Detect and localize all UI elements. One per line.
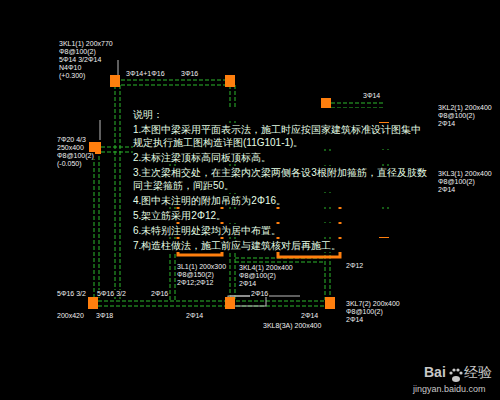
beam-label: Φ8@100(2) bbox=[437, 178, 476, 185]
watermark-text: Bai bbox=[423, 365, 447, 380]
beam-label: 2Φ12;2Φ12 bbox=[176, 279, 214, 286]
beam-label: 7Φ20 4/3 bbox=[56, 136, 87, 143]
beam-label: 2Φ16 bbox=[150, 290, 169, 297]
beam-label: 250x400 bbox=[56, 144, 85, 151]
beam-label: (+0.300) bbox=[58, 72, 86, 79]
beam-label: Φ8@150(2) bbox=[176, 271, 215, 278]
beam-label: 3KL4(1) 200x400 bbox=[238, 264, 294, 271]
beam-label: Φ8@100(2) bbox=[56, 152, 95, 159]
note-text: 5.架立筋采用2Φ12。 bbox=[133, 209, 431, 222]
beam-label: 3Φ14 bbox=[362, 92, 381, 99]
beam-label: Φ8@100(2) bbox=[238, 272, 277, 279]
beam-label: (-0.050) bbox=[56, 160, 83, 167]
beam-label: Φ8@100(2) bbox=[437, 112, 476, 119]
note-text: 说明： bbox=[133, 108, 431, 121]
note-text: 1.本图中梁采用平面表示法，施工时应按国家建筑标准设计图集中规定执行施工图构造详… bbox=[133, 123, 431, 149]
beam-label: 3KL7(2) 200x400 bbox=[345, 300, 401, 307]
beam-label: 3Φ18 bbox=[95, 312, 114, 319]
beam-label: 3KL1(1) 200x770 bbox=[58, 40, 114, 47]
baidu-paw bbox=[449, 368, 462, 382]
beam-label: 3KL8(3A) 200x400 bbox=[262, 322, 322, 329]
beam-label: 2Φ14 bbox=[437, 120, 456, 127]
beam-label: 2Φ14 bbox=[345, 316, 364, 323]
beam-label: 200x420 bbox=[56, 312, 85, 319]
beam-label: 5Φ16 3/2 bbox=[96, 290, 127, 297]
beam-label: 3Φ14+1Φ16 bbox=[125, 70, 166, 77]
beam-label: 2Φ14 bbox=[300, 312, 319, 319]
beam-label: 3KL2(1) 200x400 bbox=[437, 104, 493, 111]
beam-label: 2Φ16 bbox=[250, 290, 269, 297]
beam-label: 2Φ12 bbox=[345, 262, 364, 269]
note-text: 7.构造柱做法，施工前应与建筑核对后再施工。 bbox=[133, 239, 431, 252]
watermark-text: 经验 bbox=[463, 365, 493, 380]
beam-label: 5Φ16 3/2 bbox=[56, 290, 87, 297]
beam-label: 2Φ14 bbox=[185, 312, 204, 319]
beam-label: N4Φ10 bbox=[58, 64, 82, 71]
beam-label: Φ8@100(2) bbox=[345, 308, 384, 315]
watermark-text: jingyan.baidu.com bbox=[412, 385, 487, 394]
note-text: 3.主次梁相交处，在主梁内次梁两侧各设3根附加箍筋，直径及肢数同主梁箍筋，间距5… bbox=[133, 166, 431, 192]
beam-label: 3Φ16 bbox=[180, 70, 199, 77]
beam-label: 5Φ14 3/2Φ14 bbox=[58, 56, 102, 63]
beam-label: 2Φ14 bbox=[437, 186, 456, 193]
note-text: 4.图中未注明的附加吊筋为2Φ16。 bbox=[133, 194, 431, 207]
beam-label: 3L1(1) 200x300 bbox=[176, 263, 227, 270]
beam-label: 2Φ14 bbox=[238, 280, 257, 287]
note-text: 2.未标注梁顶标高同板顶标高。 bbox=[133, 151, 431, 164]
beam-label: Φ8@100(2) bbox=[58, 48, 97, 55]
note-text: 6.未特别注明处梁均为居中布置。 bbox=[133, 224, 431, 237]
beam-label: 3KL3(1) 200x400 bbox=[437, 170, 493, 177]
